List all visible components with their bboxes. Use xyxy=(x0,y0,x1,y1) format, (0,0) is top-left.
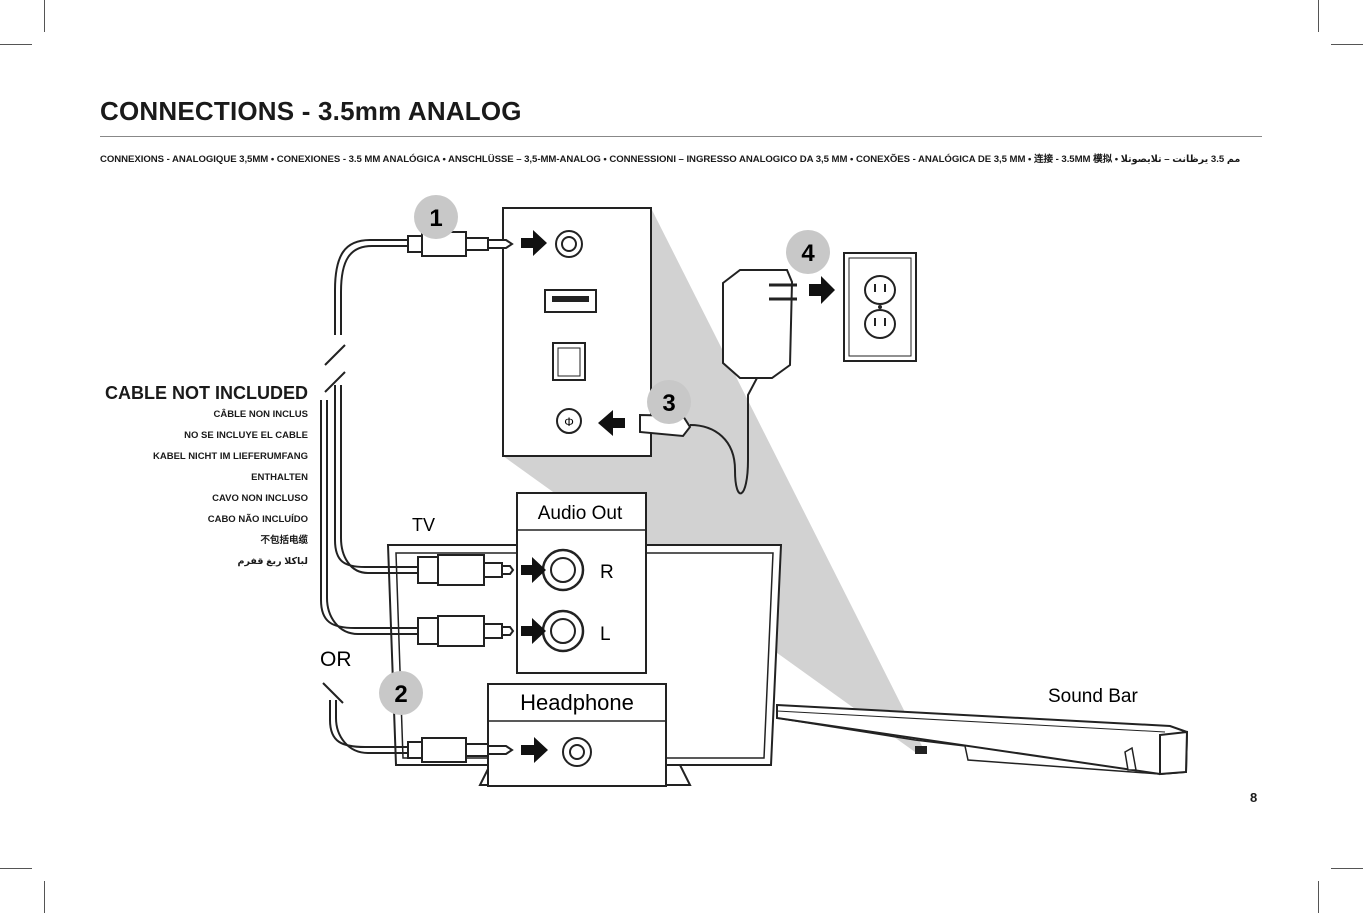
usb-port-tongue xyxy=(552,296,589,302)
arrow-left-icon xyxy=(598,410,625,436)
or-label: OR xyxy=(320,648,352,671)
outlet-screw xyxy=(878,305,882,309)
step-number-2: 2 xyxy=(394,681,407,708)
cable-break-mark xyxy=(324,371,346,393)
cable-break-mark xyxy=(324,344,346,366)
page-subtitle: CONNEXIONS - ANALOGIQUE 3,5MM • CONEXION… xyxy=(100,154,1241,165)
arrow-right-icon xyxy=(521,618,546,644)
step-number-1: 1 xyxy=(429,205,442,232)
rca-plug-left xyxy=(417,615,515,647)
aux-plug-bottom xyxy=(407,737,514,763)
power-adapter xyxy=(722,269,794,379)
arrow-right-icon xyxy=(809,276,835,304)
step-badge-4 xyxy=(786,230,830,274)
cable-note-translation: ENTHALTEN xyxy=(251,472,308,483)
power-cable xyxy=(689,377,758,495)
step-badge-3 xyxy=(647,380,691,424)
cable-note-translation: NO SE INCLUYE EL CABLE xyxy=(184,430,308,441)
crop-mark xyxy=(0,868,32,869)
step-number-4: 4 xyxy=(801,240,815,267)
step-badge-1 xyxy=(414,195,458,239)
soundbar-front xyxy=(776,717,1161,775)
cable-note-translation: CABO NÃO INCLUÍDO xyxy=(207,514,308,525)
cable-headphone xyxy=(329,700,410,748)
soundbar-label: Sound Bar xyxy=(1048,686,1138,707)
cable-rca-l xyxy=(326,400,418,635)
crop-mark xyxy=(1318,0,1319,32)
cable-aux xyxy=(334,239,410,335)
crop-mark xyxy=(1318,881,1319,913)
cable-note-translation: 不包括电缆 xyxy=(260,535,308,546)
rca-jack-left-inner xyxy=(550,618,576,644)
crop-mark xyxy=(44,0,45,32)
cable-break-mark xyxy=(322,682,344,704)
wall-outlet-inner xyxy=(848,257,912,357)
channel-r-label: R xyxy=(600,562,614,583)
title-divider xyxy=(100,136,1262,137)
crop-mark xyxy=(44,881,45,913)
rca-plug-right xyxy=(417,554,515,586)
outlet-socket-bottom xyxy=(864,309,896,339)
cable-rca-r xyxy=(334,385,418,568)
cable-note-translation: KABEL NICHT IM LIEFERUMFANG xyxy=(153,451,308,462)
step-number-3: 3 xyxy=(662,390,675,417)
page-title: CONNECTIONS - 3.5mm ANALOG xyxy=(100,96,522,126)
step-badge-2 xyxy=(379,671,423,715)
adapter-prong xyxy=(769,283,797,301)
cable-rca-l xyxy=(320,400,418,629)
cable-not-included-note: CABLE NOT INCLUDED CÂBLE NON INCLUS NO S… xyxy=(105,383,308,572)
optical-port-inner xyxy=(557,347,581,377)
aux-plug-top xyxy=(407,231,514,257)
crop-mark xyxy=(1331,44,1363,45)
cable-note-translation: لباكلا ريغ قفرم xyxy=(237,556,309,567)
page-number: 8 xyxy=(1250,790,1258,805)
cable-note-translation: CÂBLE NON INCLUS xyxy=(213,409,308,420)
rca-jack-right-inner xyxy=(550,557,576,583)
headphone-panel xyxy=(487,683,667,787)
crop-mark xyxy=(1331,868,1363,869)
arrow-right-icon xyxy=(521,557,546,583)
cable-rca-r xyxy=(340,385,418,574)
cable-headphone xyxy=(335,700,410,754)
soundbar-endcap xyxy=(1159,730,1189,776)
headphone-label: Headphone xyxy=(520,690,634,715)
soundbar-port xyxy=(915,746,927,754)
arrow-right-icon xyxy=(521,737,548,763)
power-port-icon xyxy=(556,408,582,434)
tv-label: TV xyxy=(412,515,435,535)
cable-note-translation: CAVO NON INCLUSO xyxy=(212,493,308,504)
crop-mark xyxy=(0,44,32,45)
audio-out-label: Audio Out xyxy=(538,503,623,524)
cable-note-title: CABLE NOT INCLUDED xyxy=(105,383,308,403)
headphone-jack-inner xyxy=(569,744,585,760)
arrow-right-icon xyxy=(521,230,547,256)
cable-aux xyxy=(340,245,410,335)
audio-out-panel xyxy=(516,492,647,674)
channel-l-label: L xyxy=(600,624,611,645)
outlet-socket-top xyxy=(864,275,896,305)
soundbar-body xyxy=(776,703,1189,776)
soundbar-edge xyxy=(776,710,1166,733)
power-symbol: Φ xyxy=(564,415,574,429)
soundbar-foot xyxy=(1124,746,1137,771)
aux-in-jack-inner xyxy=(561,236,577,252)
